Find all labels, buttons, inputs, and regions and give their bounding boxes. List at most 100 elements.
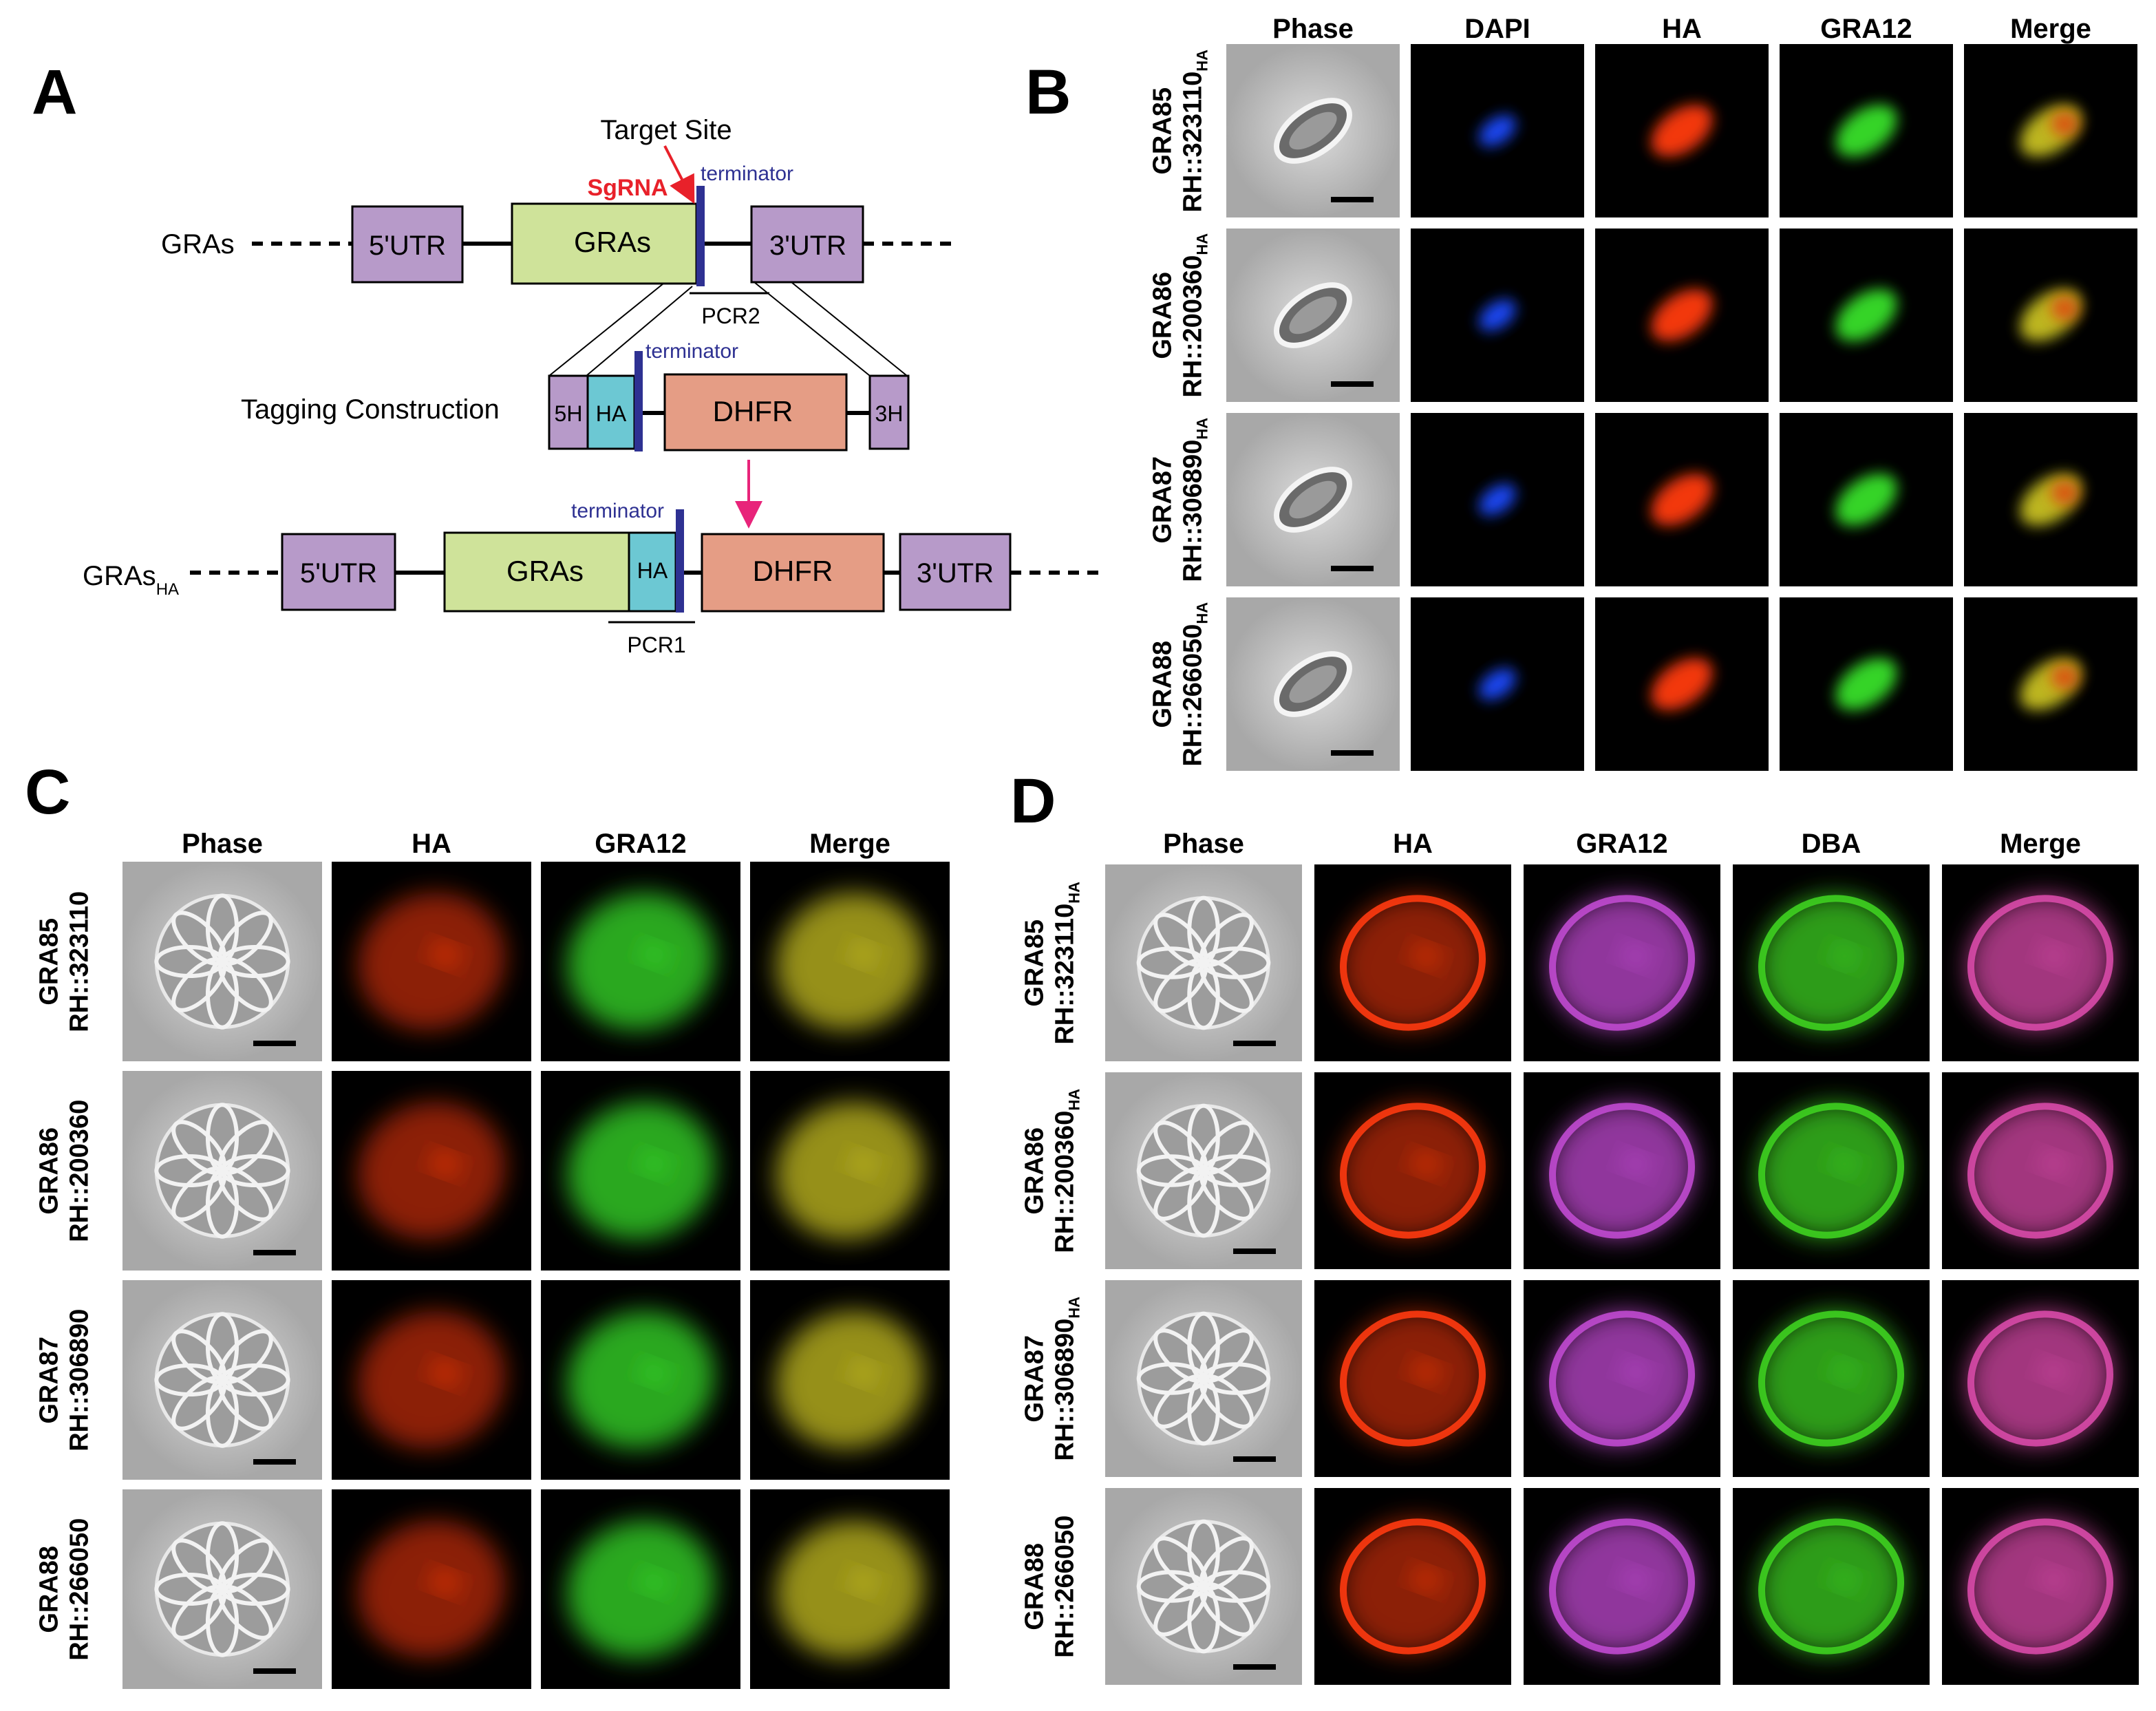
- d-column-header: Merge: [2000, 829, 2081, 859]
- gras-row-label: GRAs: [161, 229, 235, 259]
- b-scale-bar: [1331, 197, 1374, 202]
- b-micrograph-tile: [1964, 229, 2137, 402]
- c-micrograph-tile: [750, 862, 950, 1061]
- c-micrograph-tile: [541, 1071, 740, 1271]
- b-scale-bar: [1331, 566, 1374, 571]
- terminator-bar: [696, 186, 705, 286]
- b-micrograph-tile: [1595, 229, 1769, 402]
- terminator-label-1: terminator: [701, 162, 793, 185]
- d-scale-bar: [1233, 1041, 1276, 1046]
- d-column-header: DBA: [1801, 829, 1861, 859]
- c-column-header: GRA12: [595, 829, 687, 859]
- dhfr-box: [701, 533, 885, 613]
- homology-line: [548, 283, 664, 376]
- b-scale-bar: [1331, 750, 1374, 756]
- pcr2-label: PCR2: [701, 304, 760, 328]
- pcr1-label: PCR1: [627, 633, 685, 657]
- b-micrograph-tile: [1595, 597, 1769, 771]
- b-micrograph-tile: [1411, 229, 1584, 402]
- d-column-header: HA: [1393, 829, 1433, 859]
- c-micrograph-tile: [332, 1489, 531, 1689]
- utr3-label: 3'UTR: [917, 558, 994, 588]
- d-micrograph-tile: [1942, 864, 2139, 1061]
- b-column-header: GRA12: [1820, 14, 1912, 44]
- d-scale-bar: [1233, 1664, 1276, 1670]
- c-scale-bar: [253, 1250, 296, 1255]
- d-micrograph-tile: [1524, 864, 1720, 1061]
- d-micrograph-tile: [1942, 1488, 2139, 1685]
- terminator-label-3: terminator: [571, 500, 664, 522]
- b-micrograph-tile: [1226, 44, 1400, 217]
- b-micrograph-tile: [1964, 413, 2137, 586]
- d-scale-bar: [1233, 1248, 1276, 1254]
- d-micrograph-tile: [1733, 1072, 1930, 1269]
- h3-label: 3H: [875, 401, 904, 426]
- ha-label: HA: [637, 558, 668, 583]
- panel-letter-a: A: [32, 57, 78, 127]
- homology-line: [586, 286, 693, 376]
- d-micrograph-tile: [1524, 1280, 1720, 1477]
- tagging-label: Tagging Construction: [241, 394, 500, 425]
- h5-box: [548, 374, 589, 450]
- b-micrograph-tile: [1964, 597, 2137, 771]
- homology-line: [754, 281, 871, 376]
- gras-box: [511, 202, 698, 285]
- d-column-header: GRA12: [1576, 829, 1668, 859]
- dhfr-label: DHFR: [713, 395, 793, 427]
- c-scale-bar: [253, 1668, 296, 1674]
- b-micrograph-tile: [1411, 44, 1584, 217]
- h3-box: [868, 374, 910, 450]
- d-micrograph-tile: [1105, 1280, 1302, 1477]
- c-micrograph-tile: [541, 1489, 740, 1689]
- h5-label: 5H: [555, 401, 583, 426]
- c-micrograph-tile: [750, 1280, 950, 1480]
- c-column-header: HA: [412, 829, 451, 859]
- d-micrograph-tile: [1942, 1280, 2139, 1477]
- target-site-label: Target Site: [600, 115, 732, 145]
- utr5-box: [351, 205, 464, 284]
- c-micrograph-tile: [122, 1071, 322, 1271]
- d-micrograph-tile: [1314, 1280, 1511, 1477]
- gras-box: [443, 531, 630, 613]
- d-micrograph-tile: [1105, 864, 1302, 1061]
- gras-box-label: GRAs: [574, 226, 651, 258]
- b-micrograph-tile: [1780, 413, 1953, 586]
- b-micrograph-tile: [1964, 44, 2137, 217]
- b-micrograph-tile: [1595, 44, 1769, 217]
- utr5-label: 5'UTR: [300, 558, 377, 588]
- b-micrograph-tile: [1595, 413, 1769, 586]
- terminator-bar: [634, 351, 643, 451]
- b-micrograph-tile: [1411, 413, 1584, 586]
- d-micrograph-tile: [1524, 1488, 1720, 1685]
- c-micrograph-tile: [122, 1489, 322, 1689]
- c-column-header: Merge: [809, 829, 890, 859]
- d-micrograph-tile: [1314, 1072, 1511, 1269]
- terminator-label-2: terminator: [645, 340, 738, 363]
- panel-letter-b: B: [1025, 57, 1071, 127]
- d-column-header: Phase: [1163, 829, 1244, 859]
- panel-letter-d: D: [1010, 766, 1056, 836]
- d-scale-bar: [1233, 1456, 1276, 1462]
- c-micrograph-tile: [122, 862, 322, 1061]
- b-column-header: HA: [1662, 14, 1702, 44]
- utr3-box: [750, 205, 864, 284]
- c-micrograph-tile: [541, 1280, 740, 1480]
- b-micrograph-tile: [1411, 597, 1584, 771]
- c-scale-bar: [253, 1041, 296, 1046]
- d-micrograph-tile: [1105, 1488, 1302, 1685]
- c-micrograph-tile: [541, 862, 740, 1061]
- b-micrograph-tile: [1780, 597, 1953, 771]
- b-micrograph-tile: [1226, 597, 1400, 771]
- d-micrograph-tile: [1524, 1072, 1720, 1269]
- panel-letter-c: C: [25, 757, 71, 827]
- dhfr-label: DHFR: [753, 555, 833, 587]
- target-arrow: [663, 145, 695, 204]
